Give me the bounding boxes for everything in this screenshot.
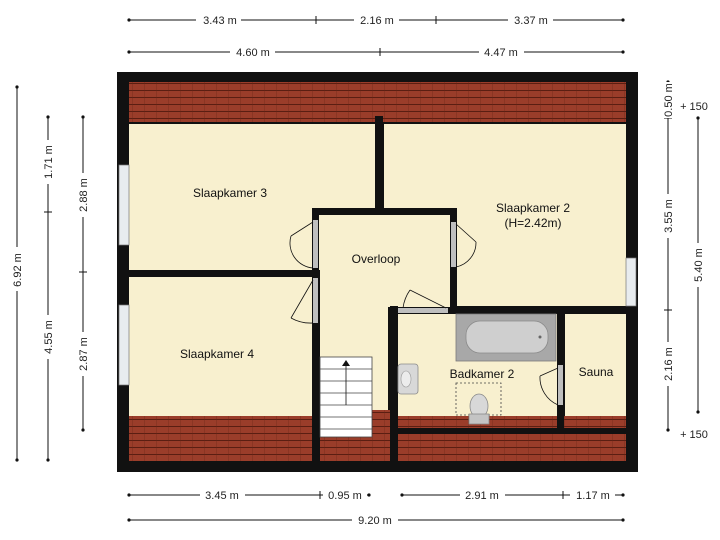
dim-label: 0.50 m [663,83,675,117]
dim-label: 2.88 m [78,178,90,212]
dim-label: 1.17 m [576,490,610,502]
wall [375,116,383,211]
wall [390,306,398,468]
room-label-sauna: Sauna [579,365,614,379]
dim-label: 2.16 m [360,15,394,27]
dimension-top-row-1: 3.43 m 2.16 m 3.37 m [127,13,625,27]
door-frame [313,278,318,323]
dim-label: 4.60 m [236,47,270,59]
floor-sauna [565,314,626,417]
sink-icon [397,363,419,395]
window [118,164,130,246]
door-swing [289,221,314,269]
dimension-bottom-total: 9.20 m [127,513,625,527]
room-label-slaapkamer-3: Slaapkamer 3 [193,186,267,200]
room-label-overloop: Overloop [352,252,401,266]
level-marker-top: + 150 [680,101,708,113]
dim-label: 2.87 m [78,337,90,371]
bathtub-icon [455,313,557,362]
dim-label: 3.43 m [203,15,237,27]
door-frame [451,222,456,267]
door-swing [455,223,477,268]
window [118,304,130,386]
room-label-slaapkamer-4: Slaapkamer 4 [180,347,254,361]
dimension-right-col-2: 5.40 m [691,116,705,414]
door-swing [402,289,447,309]
wall [126,270,318,276]
dim-label: 9.20 m [358,515,392,527]
dimension-left-total: 6.92 m [10,85,24,462]
dim-label: 3.37 m [514,15,548,27]
stair-arrow-icon [342,360,350,366]
dimension-top-row-2: 4.60 m 4.47 m [127,45,625,59]
dimension-bottom-row-1: 3.45 m 0.95 m 2.91 m 1.17 m [127,488,625,502]
roof-tiles-top [129,82,626,122]
window [625,257,637,307]
room-label-slaapkamer-2: Slaapkamer 2 [496,201,570,215]
wall [312,208,457,215]
room-label-slaapkamer-2-height: (H=2.42m) [504,216,561,230]
dim-label: 5.40 m [693,248,705,282]
room-label-badkamer-2: Badkamer 2 [450,367,515,381]
dim-label: 2.91 m [465,490,499,502]
door-swing [290,279,314,324]
wall [450,306,638,314]
wall [312,208,319,468]
door-swing [539,367,559,406]
roof-tiles-bottom-left [129,416,312,461]
dim-label: 2.16 m [663,347,675,381]
door-frame [558,365,563,405]
floor-slaapkamer-4 [129,277,312,417]
door-frame [398,308,448,313]
dimension-right-col-1: 0.50 m 3.55 m 2.16 m [661,80,675,432]
dimension-left-col-3: 2.88 m 2.87 m [76,115,90,432]
roof-tiles-bottom-right [398,416,626,461]
dim-label: 4.47 m [484,47,518,59]
dimension-left-col-2: 1.71 m 4.55 m [41,115,55,462]
dim-label: 3.55 m [663,199,675,233]
dim-label: 3.45 m [205,490,239,502]
dim-label: 4.55 m [43,320,55,354]
level-marker-bottom: + 150 [680,429,708,441]
wall [396,428,638,434]
dim-label: 0.95 m [328,490,362,502]
dim-label: 1.71 m [43,145,55,179]
dim-label: 6.92 m [12,253,24,287]
staircase [319,356,373,438]
floor-overloop [320,215,450,307]
toilet-icon [455,382,502,425]
door-frame [313,220,318,268]
